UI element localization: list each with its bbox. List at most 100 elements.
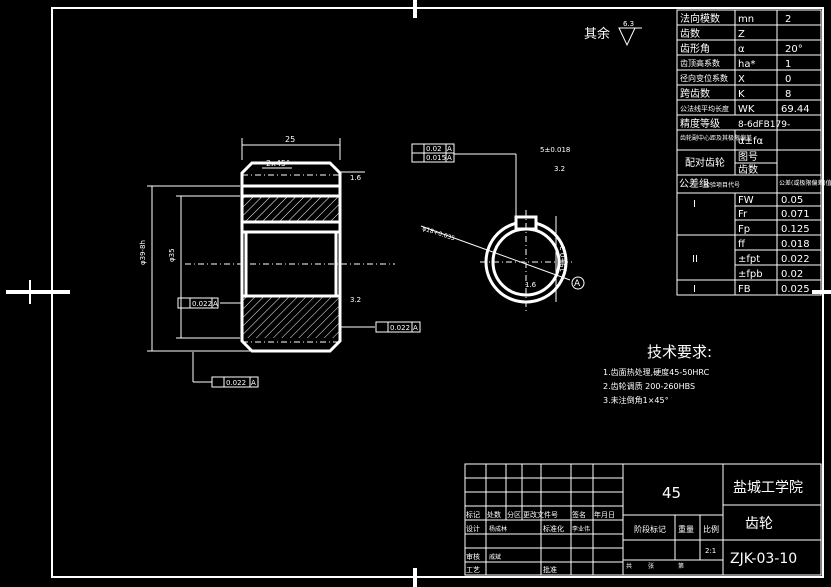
svg-text:0.02: 0.02 <box>426 145 442 153</box>
tb-standard-name: 李业伟 <box>572 525 590 533</box>
tol-val: 0.025 <box>781 284 810 295</box>
param-sym: mn <box>738 14 754 25</box>
param-name: 径向变位系数 <box>680 73 728 83</box>
tb-approve: 批准 <box>543 565 557 574</box>
section-dimensions <box>147 138 375 383</box>
key-depth-dim: 19+0.2 <box>559 246 567 272</box>
roughness-1.6-end: 1.6 <box>525 281 537 289</box>
param-sym: ha* <box>738 59 755 70</box>
tol-header-group: 公差组 <box>679 177 709 190</box>
tol-val: 0.05 <box>781 195 803 206</box>
tb-total: 共 <box>626 562 632 570</box>
param-val: 2 <box>785 14 791 25</box>
param-sym: Z <box>738 29 745 40</box>
gear-end-view <box>420 210 585 312</box>
param-name: 齿数 <box>680 27 700 40</box>
svg-text:A: A <box>413 324 418 332</box>
tb-header: 年月日 <box>594 510 615 519</box>
tol-val: 0.022 <box>781 254 810 265</box>
tol-sym: ±fpb <box>738 269 763 280</box>
tol-sym: Fr <box>738 209 748 220</box>
bore-dim: φ18+0.035 <box>421 225 455 242</box>
center-sym: α±fα <box>738 136 763 147</box>
title-block <box>464 463 822 576</box>
outer-dia-dim: φ39-8h <box>139 240 147 265</box>
runout-frame-3: 0.022 A <box>211 376 259 388</box>
param-sym: WK <box>738 104 755 115</box>
tb-review: 审核 <box>466 552 480 561</box>
width-dim: 25 <box>285 135 295 144</box>
tb-scale: 比例 <box>703 524 719 534</box>
gear-parameter-table <box>676 9 822 296</box>
runout-frame-2: 0.022 A <box>375 321 421 333</box>
tol-sym: Fp <box>738 224 750 235</box>
tech-item: 3.未注倒角1×45° <box>603 395 669 405</box>
tol-header-item: 检验项目代号 <box>704 181 740 189</box>
tb-material: 45 <box>662 484 681 502</box>
svg-text:A: A <box>251 379 256 387</box>
tol-val: 0.018 <box>781 239 810 250</box>
svg-text:A: A <box>447 145 452 153</box>
tb-craft: 工艺 <box>466 566 480 574</box>
tb-part: 齿轮 <box>745 516 773 532</box>
mating-row1: 图号 <box>738 151 758 163</box>
param-sym: α <box>738 44 745 55</box>
param-val: 69.44 <box>781 104 810 115</box>
tech-title: 技术要求: <box>647 343 712 361</box>
roughness-1.6: 1.6 <box>350 174 362 182</box>
tol-group: II <box>692 254 698 265</box>
svg-text:0.022: 0.022 <box>226 379 246 387</box>
tb-header: 标记 <box>466 510 480 519</box>
param-name: 跨齿数 <box>680 87 710 100</box>
param-name: 齿顶高系数 <box>680 58 720 68</box>
datum-A: A <box>574 279 581 289</box>
svg-text:A: A <box>447 154 452 162</box>
svg-text:A: A <box>213 300 218 308</box>
gear-section-view <box>185 161 395 353</box>
tech-item: 1.齿面热处理,硬度45-50HRC <box>603 367 710 377</box>
tb-drawing-no: ZJK-03-10 <box>730 551 797 567</box>
tb-header: 处数 <box>487 510 501 519</box>
symmetry-frame-1: 0.02 A 0.015 A <box>411 143 517 217</box>
param-val: 8 <box>785 89 791 100</box>
roughness-symbol-icon <box>618 27 642 47</box>
tol-val: 0.125 <box>781 224 810 235</box>
tol-sym: FW <box>738 195 754 206</box>
svg-text:0.022: 0.022 <box>390 324 410 332</box>
tb-header: 分区 <box>507 510 521 519</box>
precision-name: 精度等级 <box>680 117 720 130</box>
mating-name: 配对齿轮 <box>685 156 725 169</box>
svg-text:0.015: 0.015 <box>426 154 446 162</box>
precision-val: 8-6dFB179- <box>738 120 790 130</box>
chamfer-dim: 2x45° <box>266 159 290 168</box>
key-width-dim: 5±0.018 <box>540 146 570 154</box>
param-name: 公法线平均长度 <box>680 104 729 113</box>
tb-designer: 杨成林 <box>489 525 507 533</box>
roughness-label: 其余 <box>584 26 610 42</box>
tol-sym: ff <box>738 239 746 250</box>
tol-sym: ±fpt <box>738 254 760 265</box>
tb-page: 第 <box>678 562 684 570</box>
runout-frame-1: 0.022 A <box>177 297 219 309</box>
roughness-3.2-end: 3.2 <box>554 165 565 173</box>
param-name: 齿形角 <box>680 43 710 55</box>
param-name: 法向模数 <box>680 12 720 25</box>
roughness-3.2: 3.2 <box>350 296 361 304</box>
tb-stage: 阶段标记 <box>634 524 666 534</box>
tb-header: 更改文件号 <box>523 510 558 519</box>
tol-val: 0.071 <box>781 209 810 220</box>
center-name: 齿轮副中心距及其极限偏差 <box>680 134 752 142</box>
tb-scale-val: 2:1 <box>705 547 716 555</box>
param-sym: K <box>738 89 745 100</box>
tol-group: I <box>693 199 696 210</box>
tol-group: I <box>693 284 696 295</box>
tb-weight: 重量 <box>678 524 694 534</box>
inner-dia-dim: φ35 <box>168 248 176 262</box>
tol-val: 0.02 <box>781 269 803 280</box>
tb-reviewer: 戚斌 <box>489 553 501 561</box>
mating-row2: 齿数 <box>738 163 758 176</box>
svg-text:0.022: 0.022 <box>192 300 212 308</box>
param-val: 1 <box>785 59 791 70</box>
tech-item: 2.齿轮调质 200-260HBS <box>603 381 695 391</box>
